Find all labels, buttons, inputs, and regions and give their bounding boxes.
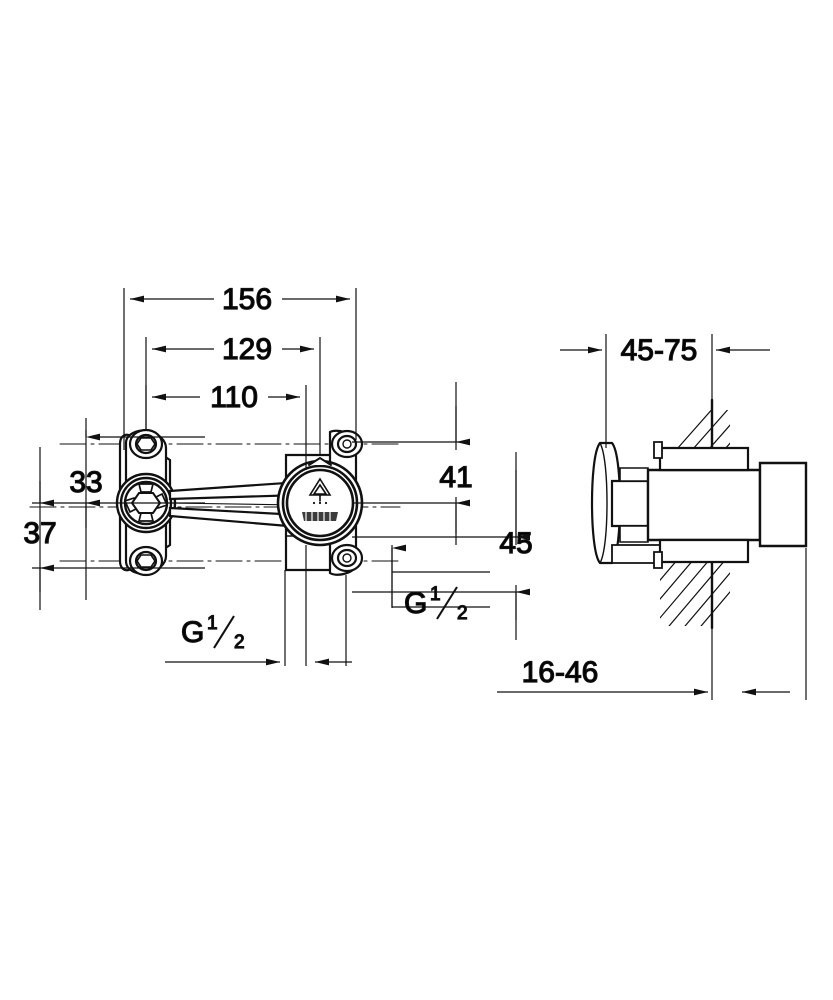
right-plate-upper-fixing-hole xyxy=(330,429,364,459)
thread-left-denominator: 2 xyxy=(234,632,245,653)
valve-cap-wordmark xyxy=(302,511,338,522)
dimension-156-label: 156 xyxy=(222,283,272,316)
dimension-45-label: 45 xyxy=(499,527,532,560)
grohe-logo-icon xyxy=(308,477,332,505)
side-extension-lines xyxy=(605,334,807,700)
thread-left-numerator: 1 xyxy=(207,613,218,634)
left-plate-upper-fixing-hole xyxy=(128,428,164,460)
dimension-45-75-label: 45-75 xyxy=(621,334,698,367)
dimension-16-46-label: 16-46 xyxy=(522,656,599,689)
side-view-dimensions: 45-75 16-46 xyxy=(497,333,807,700)
dimension-110-label: 110 xyxy=(210,381,258,414)
dimension-33-label: 33 xyxy=(69,466,102,499)
thread-callout-right: G 1 2 xyxy=(391,544,490,625)
dimension-16-46: 16-46 xyxy=(497,655,790,696)
thread-right-denominator: 2 xyxy=(457,603,468,624)
left-plate-lower-fixing-hole xyxy=(128,545,164,577)
side-cover-plate xyxy=(590,441,622,565)
side-section-view xyxy=(590,398,808,630)
dimension-129: 129 xyxy=(152,332,314,367)
side-valve-body xyxy=(646,461,808,548)
dimension-110: 110 xyxy=(152,380,300,415)
front-view-dimensions: 156 129 110 33 37 41 xyxy=(23,282,533,666)
dimension-37: 37 xyxy=(23,481,57,592)
side-inlet-flanges xyxy=(653,441,750,569)
right-plate-lower-fixing-hole xyxy=(330,543,364,573)
thread-left-letter: G xyxy=(181,616,204,649)
dimension-45-75: 45-75 xyxy=(560,333,770,368)
side-handle-collar xyxy=(610,467,661,564)
dimension-156: 156 xyxy=(130,282,350,317)
thread-right-numerator: 1 xyxy=(430,584,441,605)
dimension-37-label: 37 xyxy=(23,517,56,550)
thread-callout-left: G 1 2 xyxy=(165,612,352,666)
thread-right-letter: G xyxy=(404,587,427,620)
dimension-41-label: 41 xyxy=(439,461,472,494)
dimension-45: 45 xyxy=(499,470,533,620)
dimension-129-label: 129 xyxy=(222,333,272,366)
dimension-41: 41 xyxy=(439,406,473,534)
dimension-33: 33 xyxy=(69,418,103,528)
